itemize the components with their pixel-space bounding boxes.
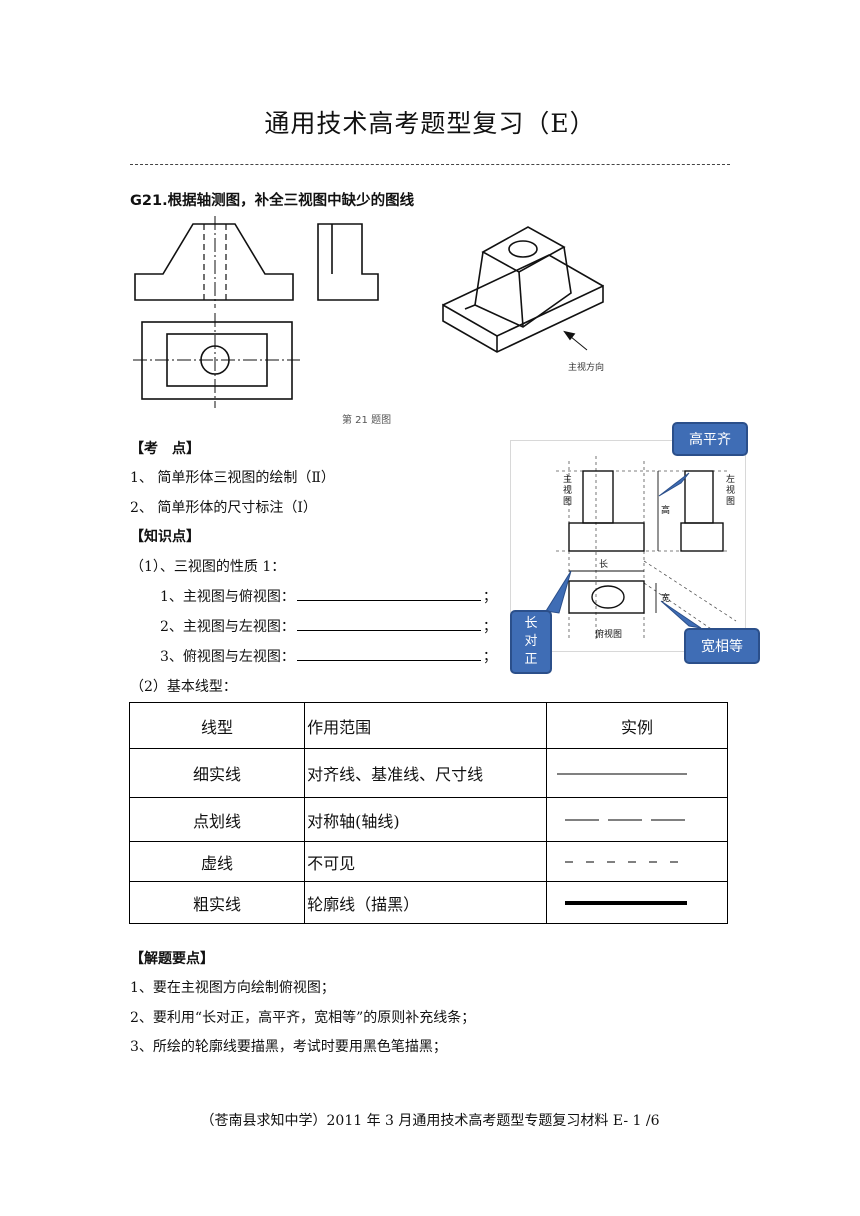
page-footer: （苍南县求知中学）2011 年 3 月通用技术高考题型专题复习材料 E- 1 /… — [200, 1113, 660, 1129]
answer-blank[interactable] — [296, 586, 481, 601]
fill-blank-3: 3、俯视图与左视图： ； — [160, 646, 497, 666]
line-scope-cell: 对齐线、基准线、尺寸线 — [304, 748, 547, 798]
zhishi-sub2: （2）基本线型： — [130, 679, 237, 695]
jieti-heading: 【解题要点】 — [130, 951, 214, 967]
zhishi-heading: 【知识点】 — [130, 529, 200, 545]
kaodian-item-2: 2、 简单形体的尺寸标注（Ⅰ） — [130, 500, 317, 516]
left-view-upper — [684, 470, 714, 524]
jieti-item-2: 2、要利用“长对正，高平齐，宽相等”的原则补充线条； — [130, 1010, 476, 1026]
answer-blank[interactable] — [296, 646, 481, 661]
callout-pointer-wide — [660, 600, 702, 629]
table-row: 粗实线 轮廓线（描黑） — [128, 881, 728, 924]
line-scope-cell: 不可见 — [304, 841, 547, 882]
line-example-cell — [546, 881, 728, 924]
callout-long-char: 对 — [524, 634, 538, 649]
jieti-item-3: 3、所绘的轮廓线要描黑，考试时要用黑色笔描黑； — [130, 1039, 447, 1055]
callout-wide: 宽相等 — [684, 628, 760, 664]
thin-line-example — [557, 773, 687, 774]
front-view-lower — [568, 522, 645, 552]
line-type-cell: 细实线 — [128, 748, 306, 798]
table-row: 细实线 对齐线、基准线、尺寸线 — [128, 748, 728, 798]
title-divider — [130, 164, 730, 165]
dimension-lines — [569, 471, 659, 613]
line-type-table: 线型 作用范围 实例 细实线 对齐线、基准线、尺寸线 点划线 对称轴(轴线) 虚… — [128, 702, 728, 924]
question-text: 根据轴测图，补全三视图中缺少的图线 — [167, 193, 415, 209]
line-type-cell: 虚线 — [128, 841, 306, 882]
line-type-cell: 粗实线 — [128, 881, 306, 924]
fill-blank-2: 2、主视图与左视图： ； — [160, 616, 497, 636]
question-heading: G21.根据轴测图，补全三视图中缺少的图线 — [130, 189, 414, 210]
fill-blank-1: 1、主视图与俯视图： ； — [160, 586, 497, 606]
kuan-label: 宽 — [661, 592, 670, 604]
kaodian-item-1: 1、 简单形体三视图的绘制（Ⅱ） — [130, 470, 335, 486]
callout-long-char: 长 — [524, 616, 538, 631]
page-title: 通用技术高考题型复习（E） — [264, 109, 596, 138]
dashed-line-example — [565, 861, 687, 863]
view-direction-label: 主视方向 — [568, 361, 604, 373]
line-example-cell — [546, 748, 728, 798]
chang-label: 长 — [599, 558, 608, 570]
top-view-drawing — [133, 313, 300, 408]
three-view-diagram: 高 长 宽 俯视图 主视图 左视图 — [510, 440, 746, 652]
gao-label: 高 — [661, 504, 670, 516]
left-view-lower — [680, 522, 724, 552]
answer-blank[interactable] — [296, 616, 481, 631]
table-header: 实例 — [546, 702, 728, 749]
fill-blank-end: ； — [482, 649, 497, 665]
fill-blank-end: ； — [482, 589, 497, 605]
figure-caption: 第 21 题图 — [342, 413, 391, 426]
fill-blank-label: 3、俯视图与左视图： — [160, 649, 295, 665]
callout-high: 高平齐 — [672, 422, 748, 456]
table-row: 虚线 不可见 — [128, 841, 728, 882]
line-example-cell — [546, 841, 728, 882]
top-view-circle — [591, 585, 625, 609]
dashdot-line-example — [565, 819, 687, 821]
front-view-drawing — [134, 216, 294, 308]
fill-blank-label: 2、主视图与左视图： — [160, 619, 295, 635]
kaodian-heading: 【考 点】 — [130, 441, 200, 457]
callout-pointer-long — [545, 570, 572, 614]
front-view-label: 主视图 — [563, 475, 573, 507]
top-view-rect — [568, 580, 645, 614]
jieti-item-1: 1、要在主视图方向绘制俯视图； — [130, 980, 335, 996]
axonometric-drawing — [442, 226, 604, 353]
question-figure: 主视方向 第 21 题图 — [133, 216, 604, 426]
zhishi-sub1: （1）、三视图的性质 1： — [130, 559, 286, 575]
line-scope-cell: 对称轴(轴线) — [304, 797, 547, 842]
callout-long-char: 正 — [524, 652, 538, 667]
top-view-label: 俯视图 — [595, 628, 622, 640]
thick-line-example — [565, 901, 687, 905]
table-header-row: 线型 作用范围 实例 — [128, 702, 728, 749]
callout-long: 长 对 正 — [510, 610, 552, 674]
callout-pointer-high — [658, 472, 690, 497]
left-view-drawing — [317, 223, 379, 301]
question-label: G21. — [130, 193, 168, 209]
line-scope-cell: 轮廓线（描黑） — [304, 881, 547, 924]
line-type-cell: 点划线 — [128, 797, 306, 842]
table-row: 点划线 对称轴(轴线) — [128, 797, 728, 842]
table-header: 作用范围 — [304, 702, 547, 749]
table-header: 线型 — [128, 702, 306, 749]
left-view-label: 左视图 — [726, 475, 736, 507]
front-view-upper — [582, 470, 614, 524]
fill-blank-end: ； — [482, 619, 497, 635]
fill-blank-label: 1、主视图与俯视图： — [160, 589, 295, 605]
line-example-cell — [546, 797, 728, 842]
